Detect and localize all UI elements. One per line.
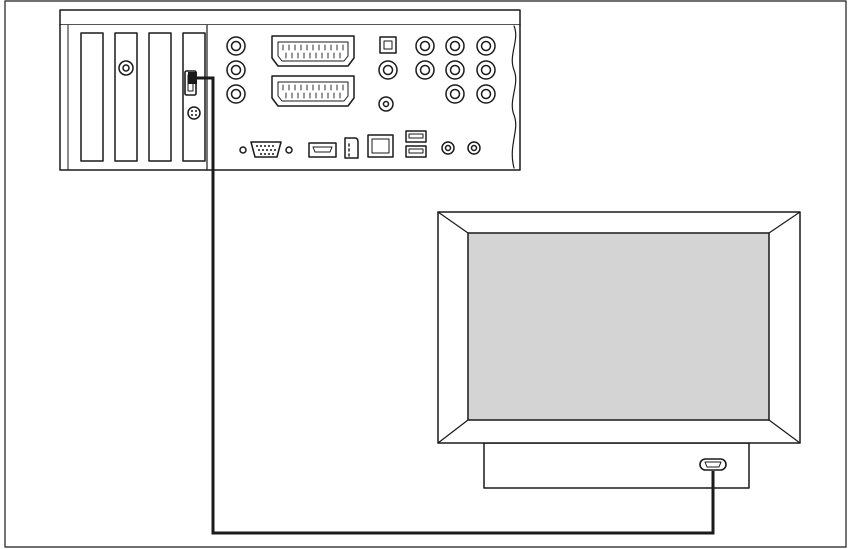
pc-back-panel bbox=[59, 9, 521, 171]
usb-port-icon bbox=[405, 145, 427, 158]
graphics-card-slot bbox=[182, 32, 206, 162]
display-screen bbox=[467, 232, 770, 421]
bezel-bevel-lines bbox=[437, 211, 801, 444]
firewire-port-icon bbox=[344, 137, 359, 159]
expansion-slot-2 bbox=[114, 32, 138, 162]
hdmi-port-icon bbox=[704, 461, 722, 468]
audio-jack-icon bbox=[441, 141, 455, 155]
panel-cut-line bbox=[511, 25, 517, 169]
vga-screw-left bbox=[239, 146, 247, 154]
s-video-port-icon bbox=[187, 106, 201, 120]
display-hdmi-port[interactable] bbox=[699, 458, 727, 471]
chassis-top-lip bbox=[59, 9, 521, 26]
ethernet-port-icon bbox=[367, 134, 394, 158]
scart-pins bbox=[282, 44, 344, 99]
bottom-connector-row bbox=[239, 130, 481, 159]
rca-jacks-left bbox=[226, 36, 246, 104]
cable-plug-pc bbox=[188, 72, 197, 84]
diagram-border bbox=[4, 0, 847, 548]
usb-port-icon bbox=[405, 130, 427, 143]
antenna-input-icon bbox=[378, 96, 394, 112]
expansion-slot-1 bbox=[80, 32, 104, 162]
hdmi-cable-icon bbox=[193, 76, 715, 535]
vga-port-icon bbox=[250, 141, 282, 158]
rca-jack-icon bbox=[226, 60, 246, 80]
rca-jack-icon bbox=[226, 84, 246, 104]
scart-ports bbox=[271, 35, 355, 107]
flat-panel-display bbox=[437, 211, 801, 489]
audio-jack-icon bbox=[467, 141, 481, 155]
motherboard-hdmi-port-icon bbox=[308, 142, 337, 158]
rca-jacks-right bbox=[378, 36, 496, 112]
expansion-slot-3 bbox=[148, 32, 172, 162]
scart-port-2 bbox=[271, 75, 355, 107]
vga-screw-right bbox=[285, 146, 293, 154]
coax-jack-icon bbox=[118, 60, 134, 76]
rca-jack-icon bbox=[226, 36, 246, 56]
expansion-slots bbox=[80, 32, 206, 162]
optical-port-icon bbox=[379, 36, 397, 54]
coax-jack-inner bbox=[122, 64, 130, 72]
scart-port-1 bbox=[271, 35, 355, 67]
